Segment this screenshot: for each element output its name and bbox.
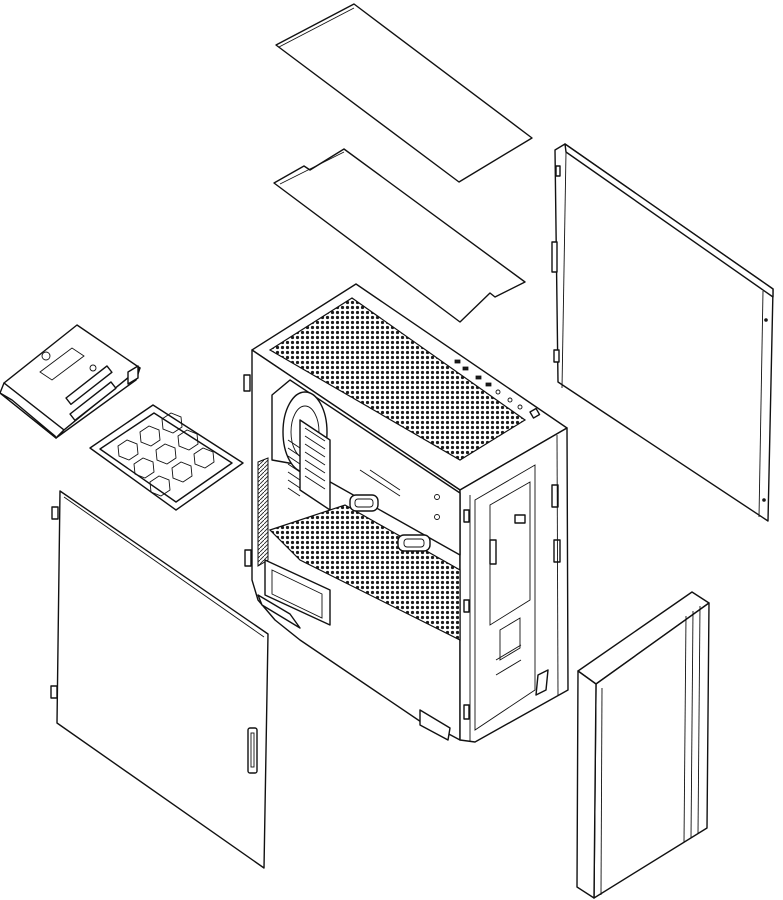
drive-bay-rails [474,464,561,731]
bottom-dust-filter [89,404,244,511]
cable-cutout-1 [349,494,379,512]
hinge-top [243,374,251,392]
hinge-bottom [244,549,252,567]
top-mesh [268,297,527,461]
hex-grid [117,412,215,497]
left-side-panel [50,490,269,869]
top-glass-panel [275,3,533,183]
cable-cutout-2 [397,534,431,552]
side-panel-handle [247,727,258,774]
chassis [243,283,569,743]
psu-bay [264,559,331,626]
front-io [454,359,541,419]
right-side-panel [551,143,774,522]
front-panel [576,591,710,899]
expansion-slots [287,419,331,511]
side-vent [257,457,269,567]
top-dust-filter [273,148,526,323]
drive-cage [0,324,141,439]
